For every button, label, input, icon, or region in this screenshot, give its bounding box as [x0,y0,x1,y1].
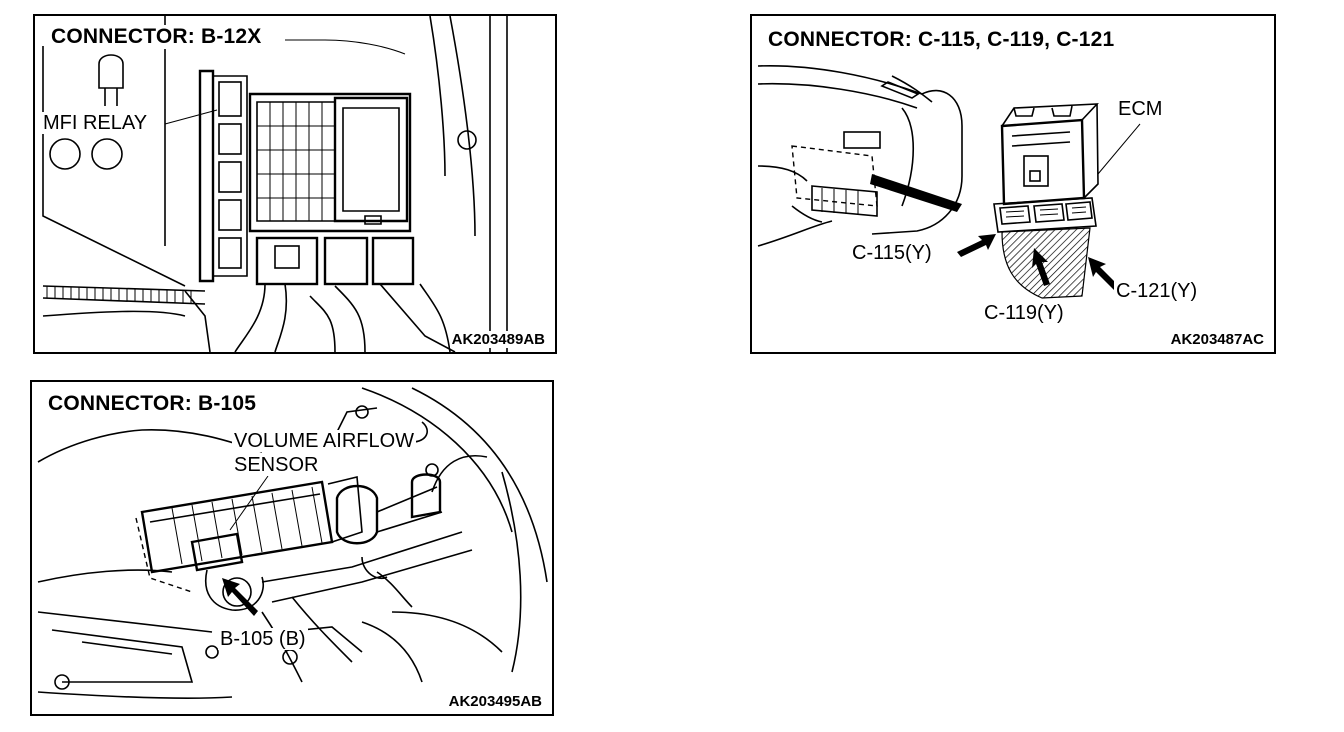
mfi-relay-label: MFI RELAY [41,112,150,134]
volume-airflow-sensor-drawing [37,387,548,699]
panel-connector-b105: CONNECTOR: B-105 VOLUME AIRFLOW SENSOR B… [30,380,554,716]
sensor-label-line2: SENSOR [232,454,321,476]
b105-label: B-105 (B) [218,628,308,650]
panel-connector-b12x: CONNECTOR: B-12X MFI RELAY AK203489AB [33,14,557,354]
c115-label: C-115(Y) [850,242,934,264]
panel-connector-ecm: CONNECTOR: C-115, C-119, C-121 ECM C-115… [750,14,1276,354]
c119-label: C-119(Y) [982,302,1066,324]
figure-code: AK203495AB [446,693,544,710]
figure-code: AK203487AC [1168,331,1266,348]
sensor-label-line1: VOLUME AIRFLOW [232,430,417,452]
figure-code: AK203489AB [449,331,547,348]
c121-label: C-121(Y) [1114,280,1200,302]
panel-title: CONNECTOR: B-105 [44,392,261,416]
panel-title: CONNECTOR: C-115, C-119, C-121 [764,28,1119,52]
panel-title: CONNECTOR: B-12X [47,25,266,49]
ecm-label: ECM [1116,98,1165,120]
ecm-connector-drawing [757,64,1141,299]
engine-bay-relay-box-drawing [42,16,508,352]
